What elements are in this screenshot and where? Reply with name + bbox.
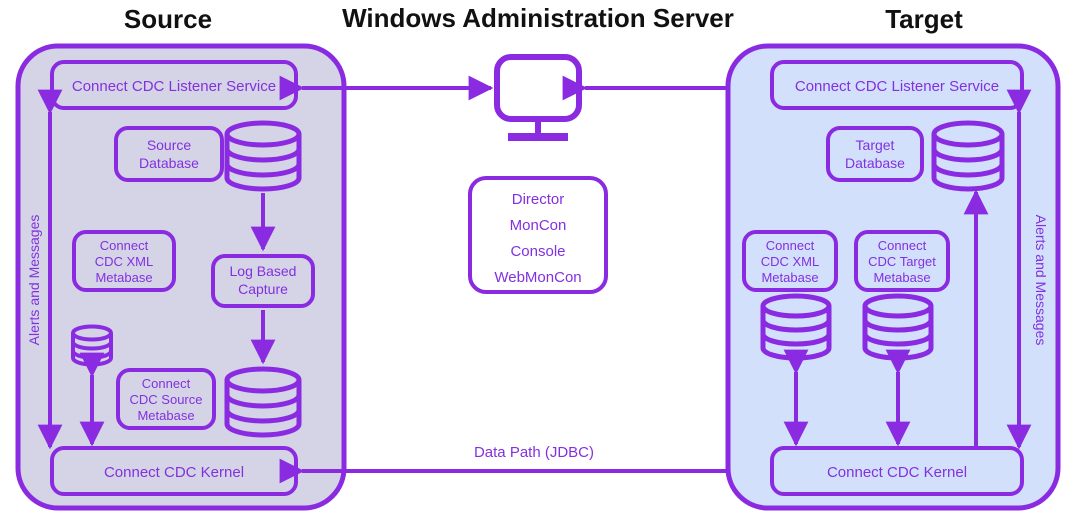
source-metabase-line2: CDC Source: [130, 392, 203, 407]
target-xml-metabase-line3: Metabase: [761, 270, 818, 285]
source-database-label-line2: Database: [139, 155, 199, 171]
target-xml-metabase-line2: CDC XML: [761, 254, 820, 269]
monitor-icon: [494, 54, 582, 141]
heading-target: Target: [885, 4, 963, 34]
source-database-cylinder-icon: [224, 120, 302, 192]
log-based-capture-line2: Capture: [238, 281, 288, 297]
target-alerts-label: Alerts and Messages: [1033, 215, 1049, 346]
target-metabase-line2: CDC Target: [868, 254, 936, 269]
target-metabase-cylinder-icon: [862, 293, 934, 361]
admin-tools-box[interactable]: [468, 176, 608, 294]
target-database-cylinder-icon: [931, 120, 1005, 192]
source-database-box[interactable]: [114, 126, 224, 182]
source-xml-metabase-line2: CDC XML: [95, 254, 154, 269]
source-database-label-line1: Source: [147, 137, 192, 153]
source-xml-metabase-line3: Metabase: [95, 270, 152, 285]
source-metabase-box[interactable]: [116, 368, 216, 430]
target-kernel-label: Connect CDC Kernel: [827, 464, 967, 481]
data-path-label: Data Path (JDBC): [474, 444, 594, 461]
source-xml-metabase-line1: Connect: [100, 238, 149, 253]
target-listener-box[interactable]: [770, 60, 1024, 110]
source-staging-cylinder-icon: [224, 366, 302, 438]
target-database-box[interactable]: [826, 126, 924, 182]
log-based-capture-box[interactable]: [211, 254, 315, 308]
source-metabase-line1: Connect: [142, 376, 191, 391]
target-kernel-box[interactable]: [770, 446, 1024, 496]
target-xml-metabase-box[interactable]: [742, 230, 838, 292]
target-metabase-line3: Metabase: [873, 270, 930, 285]
heading-source: Source: [124, 4, 212, 34]
source-listener-label: Connect CDC Listener Service: [72, 78, 276, 95]
target-listener-label: Connect CDC Listener Service: [795, 78, 999, 95]
target-database-label-line1: Target: [856, 137, 895, 153]
source-metabase-line3: Metabase: [137, 408, 194, 423]
source-alerts-label: Alerts and Messages: [26, 215, 42, 346]
target-metabase-box[interactable]: [854, 230, 950, 292]
tool-moncon: MonCon: [510, 217, 567, 234]
tool-director: Director: [512, 191, 565, 208]
tool-webmoncon: WebMonCon: [494, 269, 581, 286]
log-based-capture-line1: Log Based: [230, 263, 297, 279]
target-xml-metabase-line1: Connect: [766, 238, 815, 253]
heading-center: Windows Administration Server: [342, 3, 734, 33]
source-xml-metabase-box[interactable]: [72, 230, 176, 292]
tool-console: Console: [510, 243, 565, 260]
source-kernel-label: Connect CDC Kernel: [104, 464, 244, 481]
target-metabase-line1: Connect: [878, 238, 927, 253]
target-database-label-line2: Database: [845, 155, 905, 171]
